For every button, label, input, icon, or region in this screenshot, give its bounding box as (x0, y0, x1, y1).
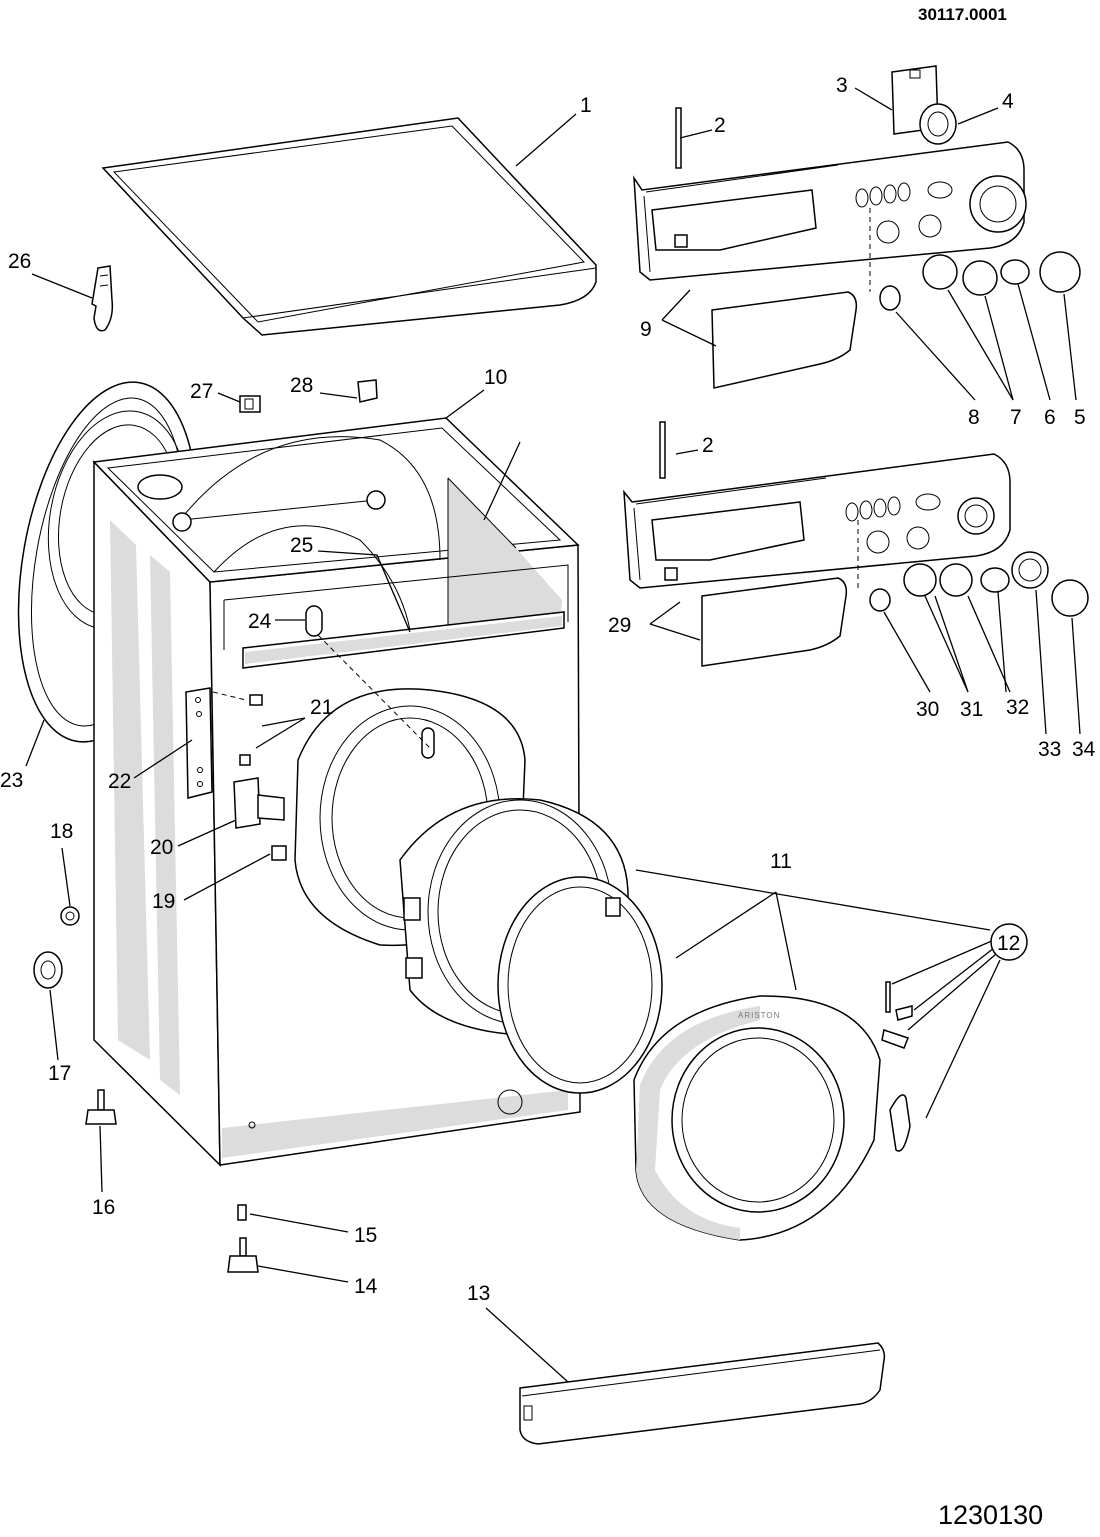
callout-label: 23 (0, 769, 23, 792)
clip-29 (357, 379, 378, 403)
callout-label: 6 (1044, 406, 1056, 429)
callout-label: 19 (152, 890, 175, 913)
callout-label: 28 (290, 374, 313, 397)
door-handle-parts (881, 981, 913, 1152)
control-panel-lower (623, 421, 1089, 667)
hinge-plate (185, 687, 213, 799)
callout-label: 32 (1006, 696, 1029, 719)
callout-labels: 1 2 2 3 4 5 6 7 8 9 10 11 12 13 14 15 16… (0, 74, 1096, 1305)
door-hinge (233, 694, 287, 861)
callout-label: 20 (150, 836, 173, 859)
callout-label: 11 (770, 850, 792, 873)
part-list-code: 1230130 (938, 1500, 1043, 1530)
callout-label: 21 (310, 696, 333, 719)
callout-label: 31 (960, 698, 983, 721)
callout-label: 22 (108, 770, 131, 793)
callout-label: 29 (608, 614, 631, 637)
feet-and-small-parts (33, 906, 259, 1273)
callout-label: 33 (1038, 738, 1061, 761)
assembly-line-hinge (212, 691, 247, 701)
callout-label: 5 (1074, 406, 1086, 429)
callout-label: 27 (190, 380, 213, 403)
callout-label: 4 (1002, 90, 1014, 113)
door-assembly: ARISTON (399, 798, 881, 1241)
callout-label: 9 (640, 318, 652, 341)
callout-label: 3 (836, 74, 848, 97)
callout-label: 13 (467, 1282, 490, 1305)
callout-label: 30 (916, 698, 939, 721)
callout-label: 2 (702, 434, 714, 457)
callout-13-circle (990, 923, 1028, 961)
callout-label: 8 (968, 406, 980, 429)
callout-label: 12 (997, 932, 1020, 955)
callout-label: 34 (1072, 738, 1096, 761)
callout-label: 26 (8, 250, 31, 273)
callout-label: 1 (580, 94, 592, 117)
callout-label: 7 (1010, 406, 1022, 429)
control-panel-upper (633, 65, 1081, 389)
callout-label: 25 (290, 534, 313, 557)
callout-label: 15 (354, 1224, 377, 1247)
drawing-code: 30117.0001 (918, 5, 1007, 24)
top-lid (101, 117, 597, 336)
callout-label: 17 (48, 1062, 71, 1085)
clip-28 (239, 395, 261, 413)
callout-label: 16 (92, 1196, 115, 1219)
plinth (519, 1342, 886, 1445)
callout-label: 14 (354, 1275, 378, 1298)
door-brand: ARISTON (738, 1011, 780, 1020)
leader-lines (25, 87, 1081, 1383)
side-clip (91, 265, 114, 332)
callout-label: 2 (714, 114, 726, 137)
callout-label: 10 (484, 366, 507, 389)
callout-label: 24 (248, 610, 272, 633)
callout-label: 18 (50, 820, 73, 843)
